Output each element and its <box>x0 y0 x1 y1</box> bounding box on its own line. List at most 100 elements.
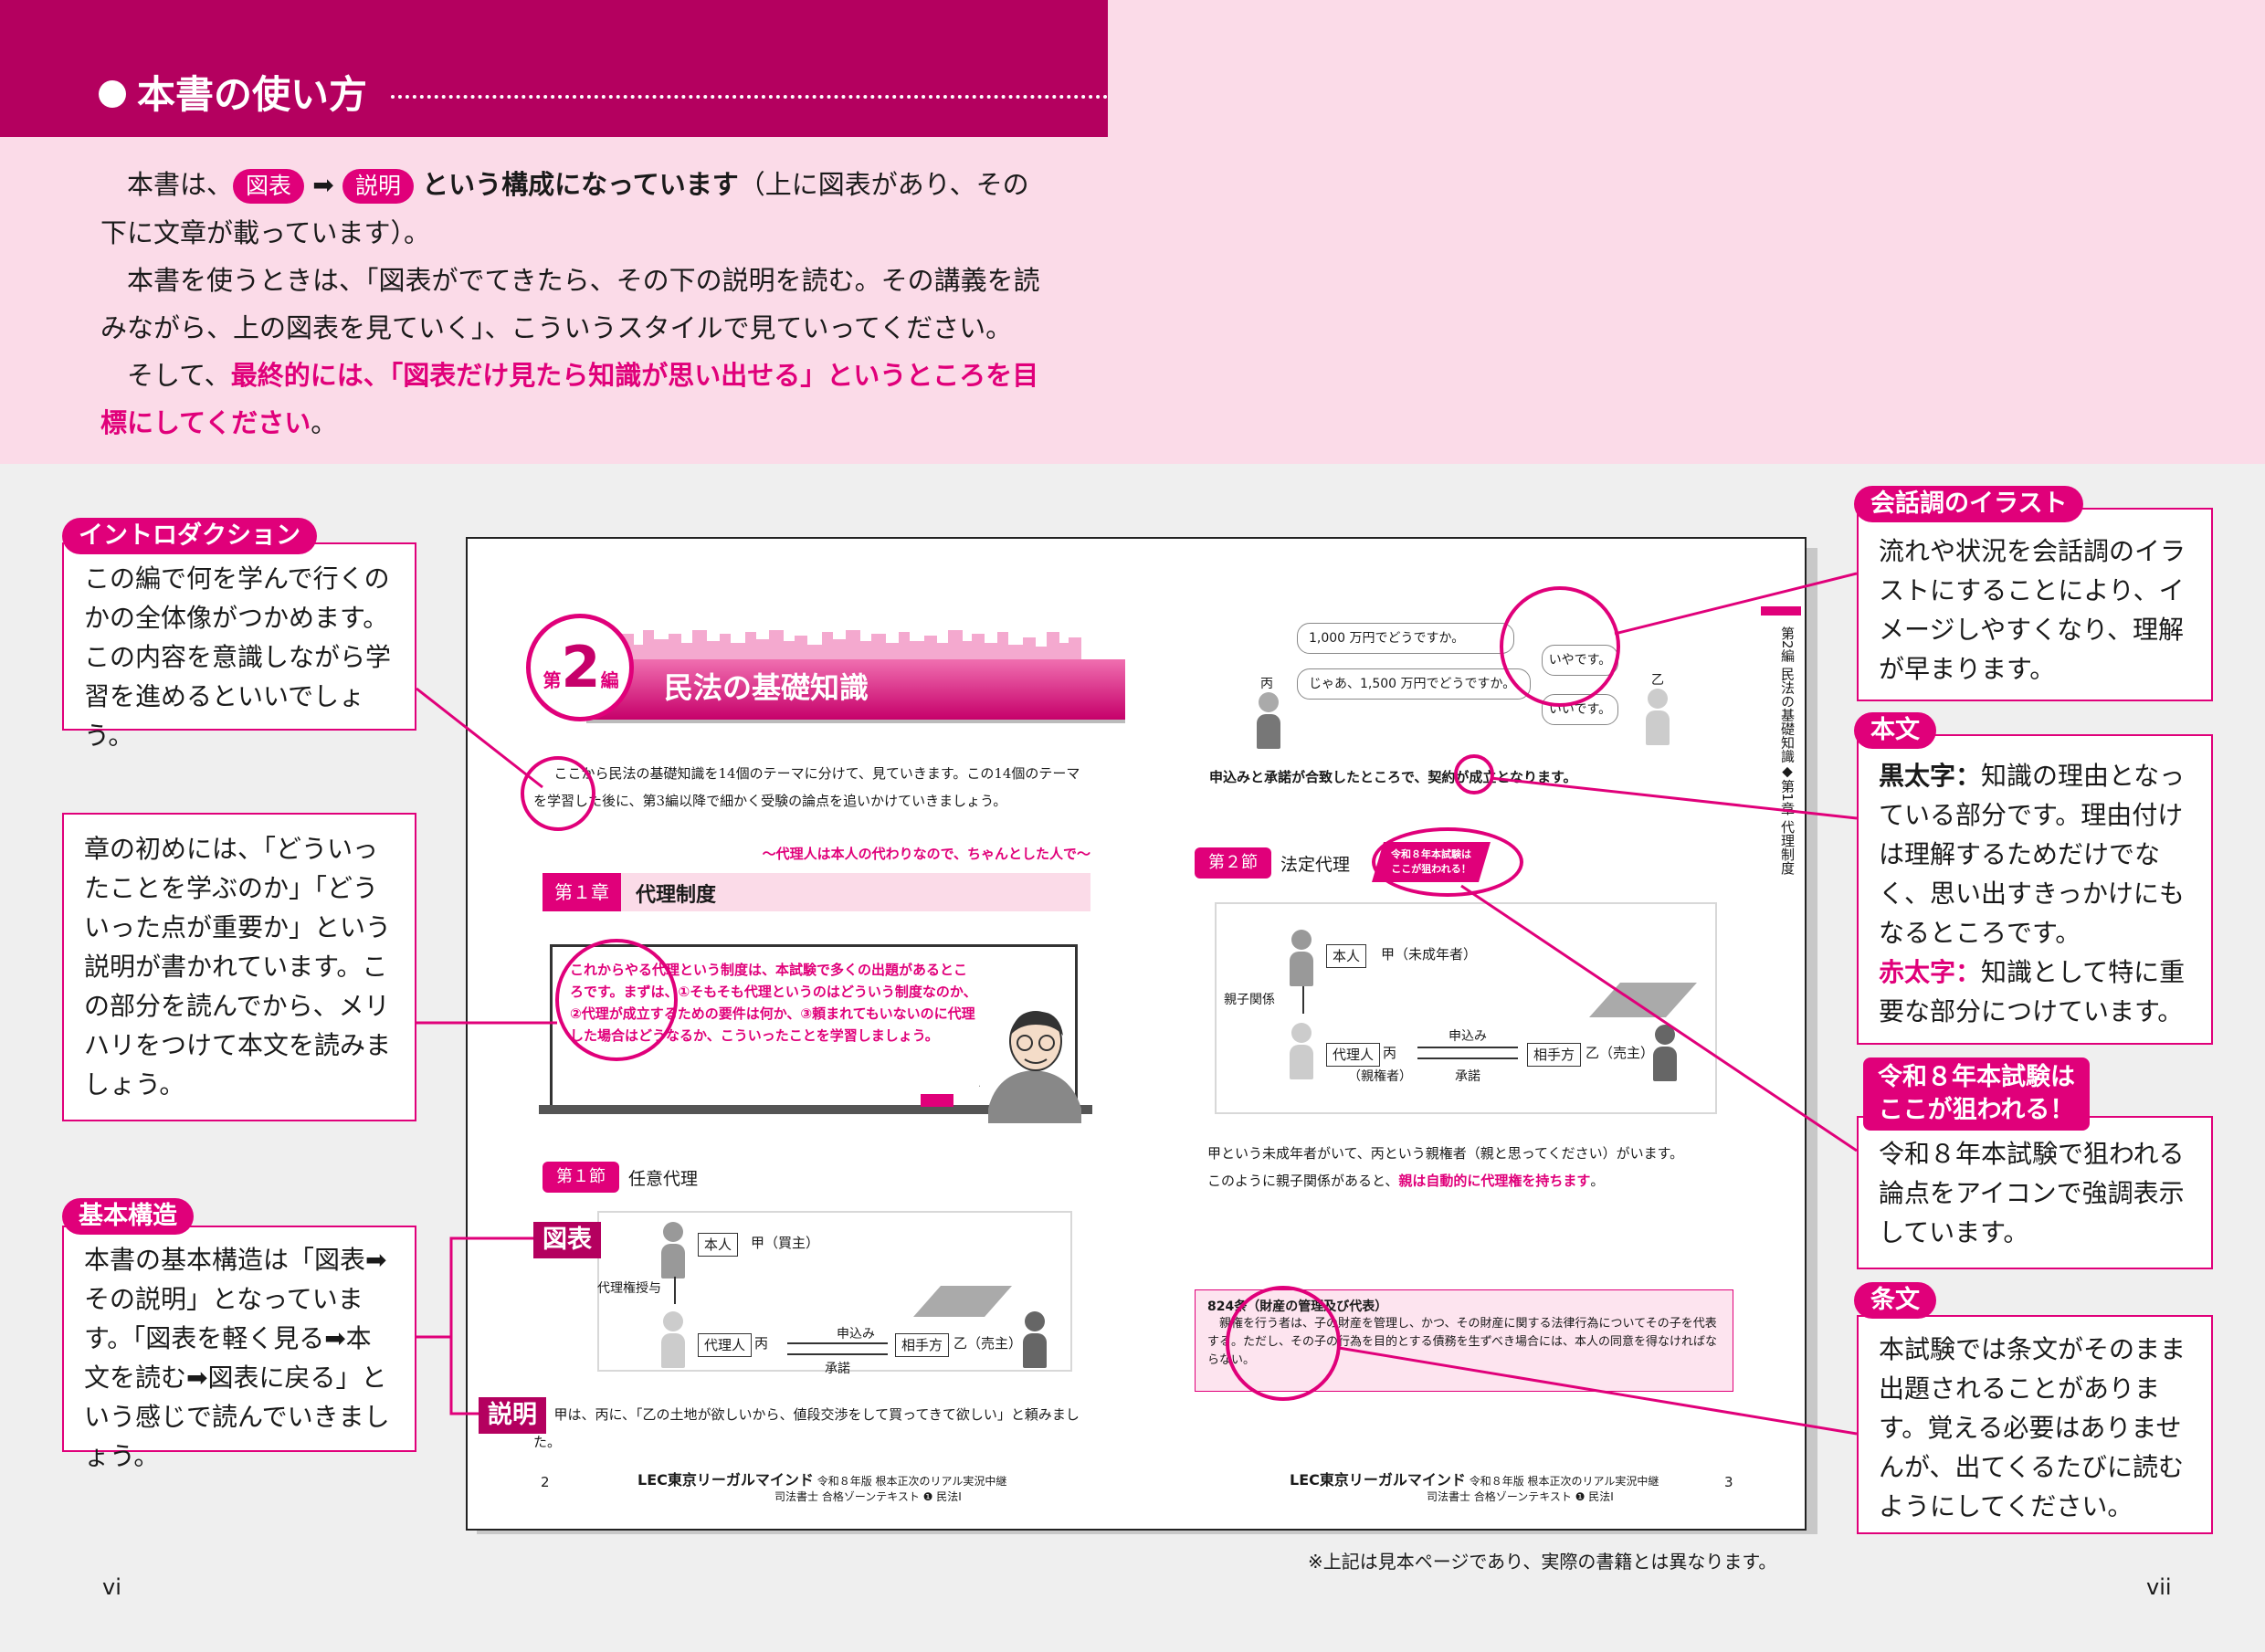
agreement-text: 申込みと承諾が合致したところで、契約が成立となります。 <box>1209 769 1577 785</box>
page-number-left: vi <box>102 1574 121 1600</box>
body-text-label: 本文 <box>1854 712 1936 749</box>
section1-text: 甲は、丙に、「乙の土地が欲しいから、値段交渉をして買ってきて欲しい」と頼みました… <box>533 1406 1080 1450</box>
offer-label: 申込み <box>837 1327 875 1342</box>
part-header-graphic <box>586 628 1125 723</box>
exam-label: 令和８年本試験はここが狙われる！ <box>1863 1057 2090 1131</box>
speaker-hei-label: 丙 <box>1260 677 1273 691</box>
highlight-circle-exam <box>1372 827 1523 897</box>
accept-label-2: 承諾 <box>1455 1069 1480 1084</box>
offer-arrow <box>787 1342 888 1344</box>
offer-arrow-2 <box>1417 1047 1518 1048</box>
article-callout: 本試験では条文がそのまま出題されることがあります。覚える必要はありませんが、出て… <box>1857 1315 2213 1534</box>
part-number-badge <box>526 614 634 721</box>
section2-title: 法定代理 <box>1280 855 1351 875</box>
principal-name: 甲（買主） <box>751 1235 820 1251</box>
chapter-callout: 章の初めには、「どういったことを学ぶのか」「どういった点が重要か」という説明が書… <box>62 813 416 1121</box>
counterparty-name: 乙（売主） <box>953 1335 1023 1352</box>
title-dotted-rule <box>391 95 1108 99</box>
sample-spread: 第2編 民法の基礎知識 ここから民法の基礎知識を14個のテーマに分けて、見ていき… <box>466 537 1807 1531</box>
chapter-subtitle: 〜代理人は本人の代わりなので、ちゃんとした人で〜 <box>762 846 1090 862</box>
highlight-circle-bold <box>1454 754 1494 794</box>
side-tab: 第2編 民法の基礎知識◆第1章 代理制度 <box>1779 626 1796 875</box>
sample-note: ※上記は見本ページであり、実際の書籍とは異なります。 <box>1308 1551 1777 1573</box>
principal-box: 本人 <box>698 1233 739 1257</box>
counterparty-icon-2 <box>1653 1025 1677 1081</box>
agent-icon <box>661 1311 685 1368</box>
counterparty-name-2: 乙（売主） <box>1586 1045 1655 1061</box>
page-title: 本書の使い方 <box>99 64 367 120</box>
chart-pill: 図表 <box>233 169 305 204</box>
section2-text: 甲という未成年者がいて、丙という親権者（親と思ってください）がいます。このように… <box>1207 1145 1684 1189</box>
accept-arrow-2 <box>1417 1057 1518 1059</box>
section1-title: 任意代理 <box>628 1169 699 1189</box>
relation-line <box>1302 986 1304 1014</box>
parent-icon <box>1290 1023 1313 1079</box>
article-label: 条文 <box>1854 1282 1936 1319</box>
structure-label: 基本構造 <box>62 1198 194 1235</box>
highlight-circle-board <box>555 939 678 1061</box>
speaker-hei-icon <box>1257 692 1280 749</box>
right-footer: LEC東京リーガルマインド 令和８年版 根本正次のリアル実況中継司法書士 合格ゾ… <box>1290 1471 1659 1503</box>
chalk-eraser <box>921 1094 953 1107</box>
chapter-title: 代理制度 <box>636 884 717 907</box>
left-footer: LEC東京リーガルマインド 令和８年版 根本正次のリアル実況中継司法書士 合格ゾ… <box>637 1471 1007 1503</box>
illustration-label: 会話調のイラスト <box>1854 486 2084 522</box>
illustration-callout: 流れや状況を会話調のイラストにすることにより、イメージしやすくなり、理解が早まり… <box>1857 508 2213 701</box>
counterparty-box-2: 相手方 <box>1527 1043 1582 1067</box>
minor-name: 甲（未成年者） <box>1381 946 1478 963</box>
highlight-circle-article <box>1226 1286 1341 1401</box>
chapter-label: 第１章 <box>543 873 621 911</box>
structure-callout: 本書の基本構造は「図表➡その説明」となっています。「図表を軽く見る➡本文を読む➡… <box>62 1226 416 1471</box>
speaker-otsu-icon <box>1646 689 1670 745</box>
part-number: 第2編 <box>543 634 619 700</box>
minor-principal-box: 本人 <box>1326 944 1367 968</box>
body-text-callout: 黒太字：知識の理由となっている部分です。理由付けは理解するためだけでなく、思い出… <box>1857 734 2213 1045</box>
highlight-circle-bubbles <box>1500 586 1620 707</box>
intro-paragraph-3: そして、最終的には、「図表だけ見たら知識が思い出せる」というところを目標にしてく… <box>100 360 1039 438</box>
teacher-illustration <box>979 1011 1081 1123</box>
agent-box: 代理人 <box>698 1333 753 1357</box>
side-tab-marker <box>1761 606 1801 616</box>
page-number-right: vii <box>2146 1574 2172 1600</box>
grant-arrow <box>674 1277 676 1304</box>
exam-callout: 令和８年本試験で狙われる論点をアイコンで強調表示しています。 <box>1857 1116 2213 1269</box>
right-page-number: 3 <box>1724 1474 1733 1490</box>
minor-icon <box>1290 930 1313 986</box>
offer-label-2: 申込み <box>1449 1029 1487 1044</box>
left-page-number: 2 <box>541 1474 550 1490</box>
chapter-heading <box>543 873 1090 911</box>
speech-bubble-1: 1,000 万円でどうですか。 <box>1297 623 1514 654</box>
part-title: 民法の基礎知識 <box>664 670 869 705</box>
part-intro-text: ここから民法の基礎知識を14個のテーマに分けて、見ていきます。この14個のテーマ… <box>533 765 1080 809</box>
principal-icon <box>661 1222 685 1278</box>
section1-label: 第１節 <box>543 1162 619 1193</box>
explanation-pill: 説明 <box>342 169 414 204</box>
introduction-callout: この編で何を学んで行くのかの全体像がつかめます。この内容を意識しながら学習を進め… <box>62 542 416 751</box>
parent-name: 丙 <box>1383 1045 1397 1061</box>
explanation-tag: 説明 <box>479 1397 546 1434</box>
introduction-label: イントロダクション <box>62 518 317 554</box>
bullet-icon <box>99 79 126 108</box>
accept-label: 承諾 <box>825 1362 850 1376</box>
parent-role: （親権者） <box>1348 1069 1412 1084</box>
relation-label: 親子関係 <box>1224 993 1275 1007</box>
intro-paragraph-1: 本書は、図表 ➡ 説明 という構成になっています（上に図表があり、その下に文章が… <box>100 169 1029 248</box>
land-icon <box>913 1286 1012 1317</box>
accept-arrow <box>787 1353 888 1355</box>
chart-tag: 図表 <box>533 1222 601 1258</box>
highlight-circle-intro <box>521 756 595 831</box>
intro-text: 本書は、図表 ➡ 説明 という構成になっています（上に図表があり、その下に文章が… <box>100 161 1041 447</box>
section2-label: 第２節 <box>1195 847 1271 879</box>
agent-name: 丙 <box>754 1335 769 1352</box>
speech-bubble-2: じゃあ、1,500 万円でどうですか。 <box>1297 668 1531 700</box>
title-bar <box>0 0 1108 137</box>
parent-agent-box: 代理人 <box>1326 1043 1381 1067</box>
counterparty-box: 相手方 <box>895 1333 950 1357</box>
intro-paragraph-2: 本書を使うときは、「図表がでてきたら、その下の説明を読む。その講義を読みながら、… <box>100 265 1040 343</box>
land-icon-2 <box>1589 983 1697 1017</box>
arrow-icon: ➡ <box>312 170 334 200</box>
speaker-otsu-label: 乙 <box>1651 673 1664 688</box>
blackboard-ledge <box>539 1105 1092 1114</box>
grant-label: 代理権授与 <box>597 1281 661 1296</box>
counterparty-icon <box>1023 1311 1047 1368</box>
